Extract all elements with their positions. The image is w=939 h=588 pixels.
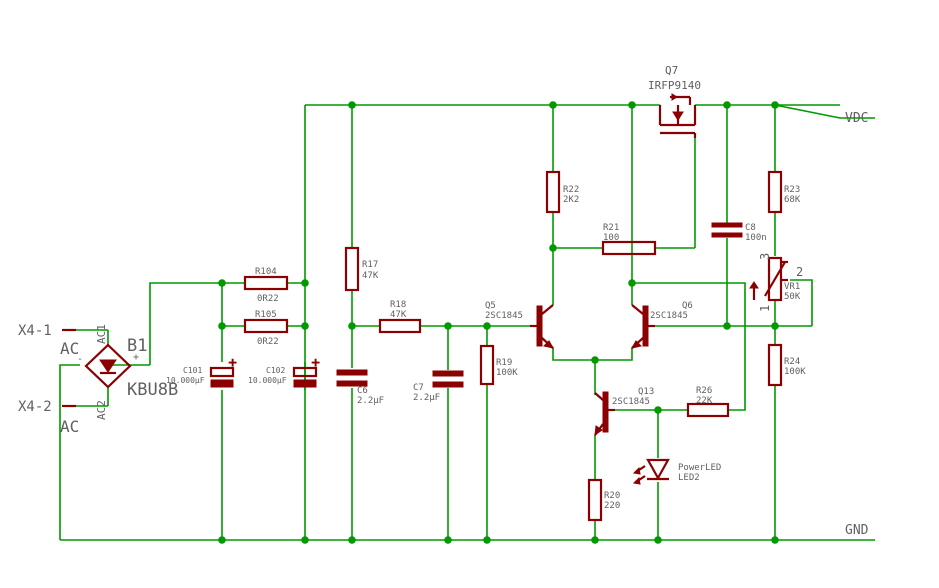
svg-text:R105: R105 <box>255 310 277 320</box>
b1-pin-ac2: AC2 <box>95 400 108 420</box>
resistor-r24: R24 100K <box>767 343 806 387</box>
svg-text:+: + <box>228 356 237 369</box>
svg-text:C8: C8 <box>745 223 756 233</box>
capacitor-c8: C8 100n <box>711 222 767 243</box>
svg-text:2SC1845: 2SC1845 <box>485 311 523 321</box>
svg-text:Q7: Q7 <box>665 64 678 77</box>
svg-text:Q6: Q6 <box>682 301 693 311</box>
transistor-q13: Q13 2SC1845 <box>594 387 654 437</box>
led-led2: PowerLED LED2 <box>632 458 721 485</box>
svg-text:3: 3 <box>758 253 772 260</box>
b1-value: KBU8B <box>127 380 178 400</box>
resistor-r18: R18 47K <box>378 300 422 334</box>
resistor-r19: R19 100K <box>479 344 518 386</box>
resistor-r23: R23 68K <box>767 170 801 214</box>
svg-text:2SC1845: 2SC1845 <box>650 311 688 321</box>
net-label-vdc: VDC <box>845 111 868 126</box>
svg-text:R23: R23 <box>784 185 800 195</box>
svg-text:R104: R104 <box>255 267 277 277</box>
svg-text:2.2µF: 2.2µF <box>413 393 440 403</box>
svg-text:IRFP9140: IRFP9140 <box>648 79 701 92</box>
svg-text:C6: C6 <box>357 386 368 396</box>
svg-text:2.2µF: 2.2µF <box>357 396 384 406</box>
x4-1-label: X4-1 <box>18 323 52 339</box>
svg-text:Q13: Q13 <box>638 387 654 397</box>
b1-name: B1 <box>127 336 147 356</box>
svg-text:VR1: VR1 <box>784 282 800 292</box>
svg-text:10.000µF: 10.000µF <box>166 376 205 385</box>
potentiometer-vr1: VR1 50K 2 3 1 <box>749 253 803 312</box>
resistor-r21: R21 100 <box>601 223 657 256</box>
svg-text:100n: 100n <box>745 233 767 243</box>
b1-pin-ac1: AC1 <box>95 324 108 344</box>
svg-text:0R22: 0R22 <box>257 294 279 304</box>
transistor-q6: Q6 2SC1845 <box>631 301 693 349</box>
svg-text:C7: C7 <box>413 383 424 393</box>
svg-text:50K: 50K <box>784 292 801 302</box>
bridge-rectifier-b1: B1 KBU8B + - AC1 AC2 <box>77 324 178 420</box>
junction-dots <box>218 101 779 544</box>
svg-text:100K: 100K <box>496 368 518 378</box>
ac-bottom-label: AC <box>60 417 79 436</box>
svg-text:R26: R26 <box>696 386 712 396</box>
svg-text:220: 220 <box>604 501 620 511</box>
svg-text:Q5: Q5 <box>485 301 496 311</box>
svg-text:1: 1 <box>758 305 772 312</box>
capacitor-c6: C6 2.2µF <box>336 369 384 406</box>
x4-2-label: X4-2 <box>18 399 52 415</box>
svg-text:LED2: LED2 <box>678 473 700 483</box>
resistor-r104: R104 0R22 <box>243 267 289 304</box>
svg-text:100: 100 <box>603 233 619 243</box>
svg-text:+: + <box>311 356 320 369</box>
svg-text:22K: 22K <box>696 396 713 406</box>
resistor-r26: R26 22K <box>686 386 730 418</box>
svg-text:R21: R21 <box>603 223 619 233</box>
connector-x4: X4-1 AC X4-2 AC <box>18 323 79 436</box>
svg-text:47K: 47K <box>390 310 407 320</box>
svg-text:R20: R20 <box>604 491 620 501</box>
svg-text:R17: R17 <box>362 260 378 270</box>
svg-text:R22: R22 <box>563 185 579 195</box>
resistor-r105: R105 0R22 <box>243 310 289 347</box>
svg-text:10.000µF: 10.000µF <box>248 376 287 385</box>
svg-text:0R22: 0R22 <box>257 337 279 347</box>
net-label-gnd: GND <box>845 523 869 538</box>
mosfet-q7: Q7 IRFP9140 <box>648 64 701 138</box>
capacitor-c101: + C101 10.000µF <box>166 356 238 388</box>
svg-text:R18: R18 <box>390 300 406 310</box>
svg-text:2SC1845: 2SC1845 <box>612 397 650 407</box>
svg-text:68K: 68K <box>784 195 801 205</box>
capacitor-c102: + C102 10.000µF <box>248 356 321 390</box>
svg-text:C101: C101 <box>183 366 202 375</box>
svg-text:100K: 100K <box>784 367 806 377</box>
svg-text:R24: R24 <box>784 357 800 367</box>
resistor-r20: R20 220 <box>587 478 620 522</box>
svg-text:2: 2 <box>796 265 803 279</box>
transistor-q5: Q5 2SC1845 <box>485 301 554 349</box>
ac-top-label: AC <box>60 339 79 358</box>
svg-text:C102: C102 <box>266 366 285 375</box>
b1-plus: + <box>133 352 139 363</box>
capacitor-c7: C7 2.2µF <box>413 370 464 403</box>
wires <box>59 104 875 541</box>
resistor-r17: R17 47K <box>344 246 379 292</box>
svg-text:47K: 47K <box>362 271 379 281</box>
svg-text:2K2: 2K2 <box>563 195 579 205</box>
svg-text:PowerLED: PowerLED <box>678 463 721 473</box>
resistor-r22: R22 2K2 <box>545 170 579 214</box>
b1-minus: - <box>77 354 83 365</box>
svg-text:R19: R19 <box>496 358 512 368</box>
